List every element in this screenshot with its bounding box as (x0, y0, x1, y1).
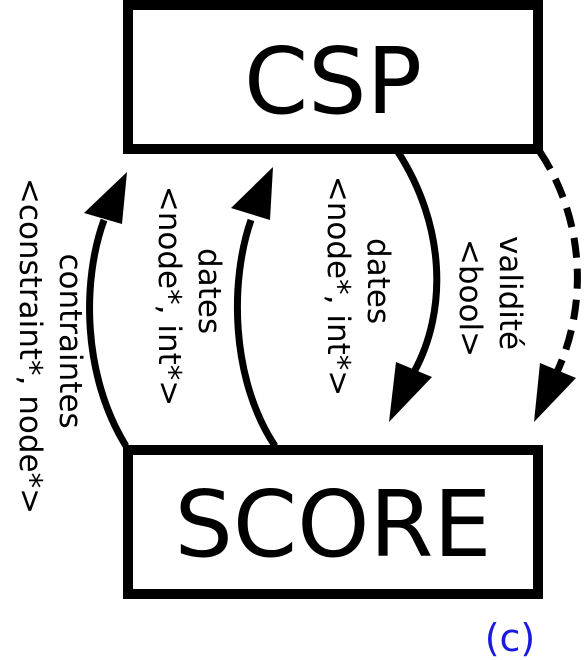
arrowhead-up-icon (84, 172, 127, 224)
edge-dates-down-label-line1: dates (360, 238, 396, 324)
edge-dates-up: dates <node*, int*> (151, 167, 278, 448)
edge-dates-down-label: dates <node*, int*> (320, 176, 396, 396)
arrowhead-down-icon (534, 363, 576, 422)
edge-validite: validité <bool> (452, 150, 581, 422)
edge-dates-down: dates <node*, int*> (320, 150, 441, 422)
figure-caption: (c) (485, 616, 536, 660)
edge-validite-label-line2: <bool> (452, 239, 488, 357)
score-box (123, 445, 543, 599)
edge-contraintes-label-line2: <constraint*, node*> (12, 178, 48, 514)
edge-validite-label-line1: validité (492, 236, 528, 350)
score-label: SCORE (174, 471, 491, 578)
edge-dates-down-label-line2: <node*, int*> (320, 176, 356, 396)
edge-contraintes-line (86, 218, 129, 448)
csp-node: CSP (123, 0, 543, 154)
csp-box (123, 0, 543, 154)
edge-contraintes-label: contraintes <constraint*, node*> (12, 178, 88, 514)
csp-label: CSP (244, 28, 422, 135)
edge-dates-up-line (234, 218, 278, 448)
arrowhead-down-icon (389, 362, 432, 422)
edge-dates-up-label-line1: dates (191, 248, 227, 334)
edge-dates-down-line (395, 150, 441, 374)
edge-validite-line (537, 150, 581, 374)
edge-contraintes: contraintes <constraint*, node*> (12, 172, 129, 514)
edge-dates-up-label-line2: <node*, int*> (151, 186, 187, 406)
edge-contraintes-label-line1: contraintes (52, 253, 88, 428)
arrowhead-up-icon (231, 167, 273, 220)
edge-dates-up-label: dates <node*, int*> (151, 186, 227, 406)
edge-validite-label: validité <bool> (452, 236, 528, 360)
score-node: SCORE (123, 445, 543, 599)
